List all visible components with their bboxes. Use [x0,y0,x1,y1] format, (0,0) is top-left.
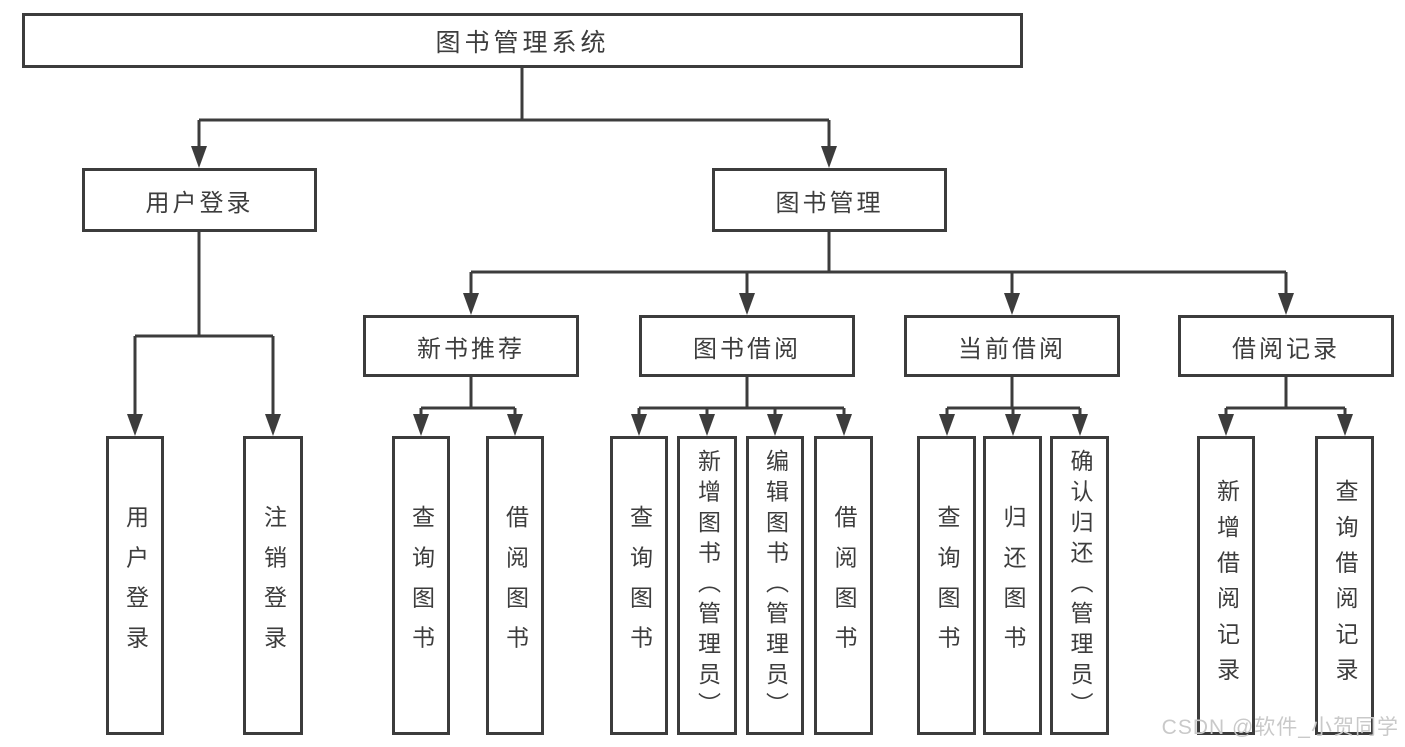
leaf-query-books-3: 查询图书 [917,436,976,735]
leaf-borrow-books-1: 借阅图书 [486,436,544,735]
node-new-book-recommend: 新书推荐 [363,315,579,377]
leaf-query-books-2: 查询图书 [610,436,668,735]
leaf-return-book: 归还图书 [983,436,1042,735]
leaf-logout: 注销登录 [243,436,303,735]
leaf-borrow-books-2: 借阅图书 [814,436,873,735]
node-user-login: 用户登录 [82,168,317,232]
node-book-management: 图书管理 [712,168,947,232]
node-borrow-records: 借阅记录 [1178,315,1394,377]
node-book-borrow: 图书借阅 [639,315,855,377]
leaf-add-borrow-record: 新增借阅记录 [1197,436,1255,735]
leaf-user-login: 用户登录 [106,436,164,735]
leaf-add-book-admin: 新增图书（管理员） [677,436,737,735]
leaf-query-books-1: 查询图书 [392,436,450,735]
leaf-confirm-return-admin: 确认归还（管理员） [1050,436,1109,735]
node-current-borrow: 当前借阅 [904,315,1120,377]
leaf-query-borrow-record: 查询借阅记录 [1315,436,1374,735]
node-system-root: 图书管理系统 [22,13,1023,68]
watermark-text: CSDN @软件_小贺同学 [1161,716,1399,739]
arrowhead-icons [127,146,1353,436]
leaf-edit-book-admin: 编辑图书（管理员） [746,436,804,735]
